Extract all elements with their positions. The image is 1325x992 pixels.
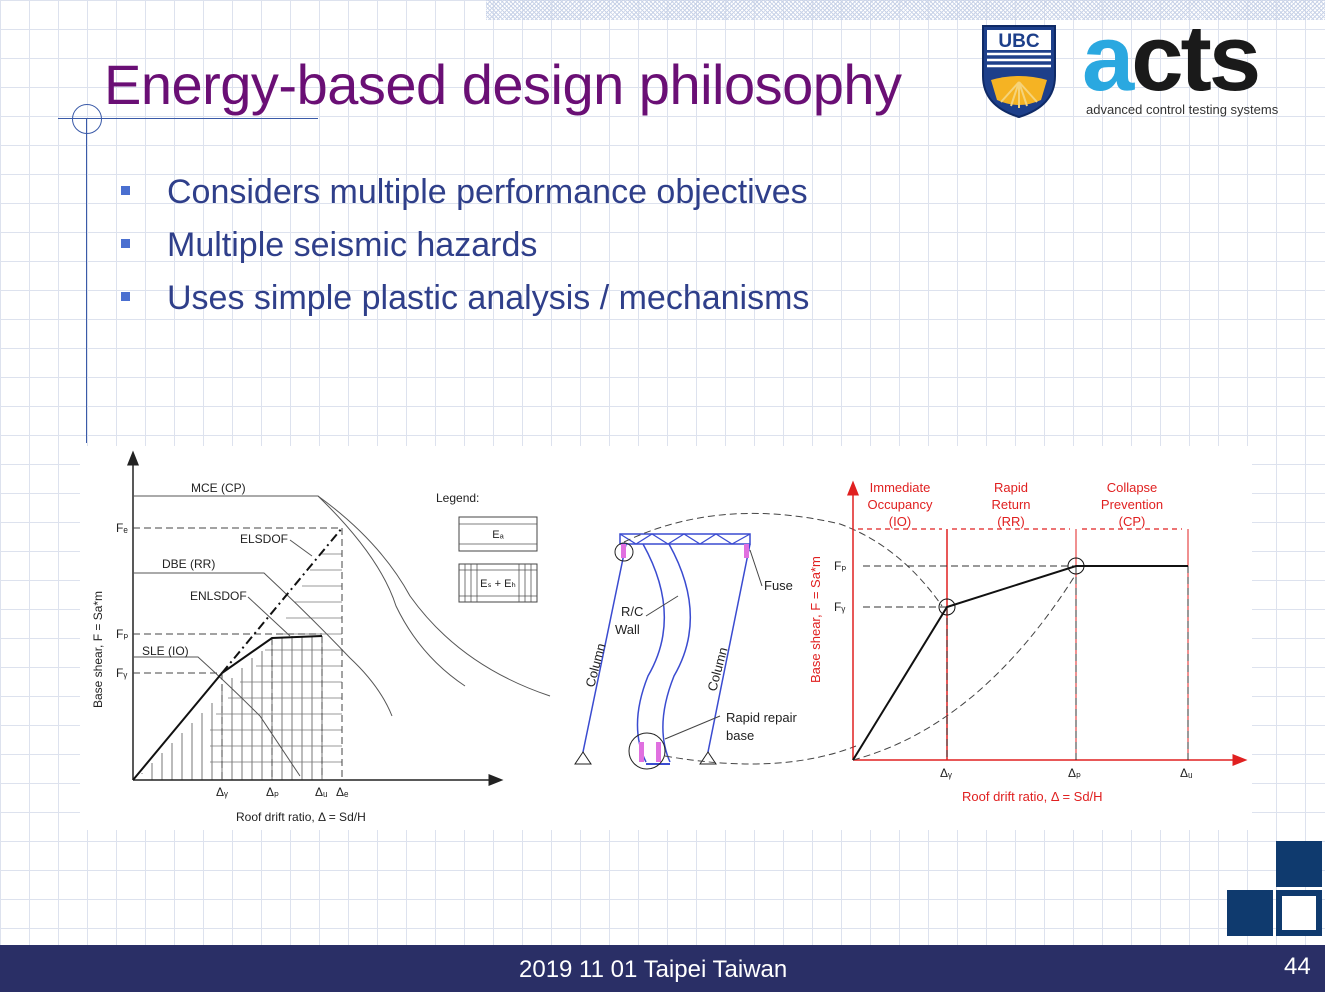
decor-circle bbox=[72, 104, 102, 134]
bullet-item: Multiple seismic hazards bbox=[118, 225, 809, 278]
acts-logo-cts: cts bbox=[1131, 5, 1261, 110]
acts-logo-tagline: advanced control testing systems bbox=[1086, 102, 1279, 117]
left-y-tick: Fᵧ bbox=[116, 666, 127, 680]
sketch-label-base: base bbox=[726, 728, 754, 743]
ubc-logo-text: UBC bbox=[998, 31, 1039, 52]
decor-horizontal-line bbox=[58, 118, 318, 119]
left-curve-label: ENLSDOF bbox=[190, 589, 247, 603]
bullet-list: Considers multiple performance objective… bbox=[118, 172, 809, 331]
decor-vertical-line bbox=[86, 118, 87, 443]
left-x-axis-label: Roof drift ratio, Δ = Sd/H bbox=[236, 810, 366, 824]
bullet-text: Considers multiple performance objective… bbox=[167, 173, 808, 211]
right-y-tick: Fₚ bbox=[834, 559, 846, 573]
left-y-tick: Fₚ bbox=[116, 627, 128, 641]
right-y-axis-label: Base shear, F = Sa*m bbox=[808, 556, 823, 683]
corner-square bbox=[1227, 890, 1273, 936]
legend-title: Legend: bbox=[436, 491, 479, 505]
right-x-tick: Δᵤ bbox=[1180, 766, 1193, 780]
left-x-tick: Δᵧ bbox=[216, 785, 228, 799]
left-plot: MCE (CP) DBE (RR) SLE (IO) ELSDOF ENLSDO… bbox=[91, 450, 551, 824]
legend-label: Eₐ bbox=[492, 529, 504, 541]
left-curve-label: MCE (CP) bbox=[191, 481, 246, 495]
sketch-label-wall: Wall bbox=[615, 622, 640, 637]
corner-square bbox=[1276, 841, 1322, 887]
acts-logo-wordmark: acts bbox=[1082, 5, 1261, 110]
left-curve-label: DBE (RR) bbox=[162, 557, 215, 571]
corner-square-inner bbox=[1282, 896, 1316, 930]
sketch-label-rapid-repair: Rapid repair bbox=[726, 710, 797, 725]
footer-text: 2019 11 01 Taipei Taiwan bbox=[519, 956, 788, 983]
header-hatch-band bbox=[486, 0, 1325, 20]
acts-logo-a: a bbox=[1082, 5, 1134, 110]
left-x-tick: Δᵤ bbox=[315, 785, 328, 799]
left-y-tick: Fₑ bbox=[116, 521, 128, 535]
bullet-square-icon bbox=[121, 292, 130, 301]
sketch-label-rc: R/C bbox=[621, 604, 643, 619]
bullet-text: Uses simple plastic analysis / mechanism… bbox=[167, 279, 810, 317]
bullet-item: Considers multiple performance objective… bbox=[118, 172, 809, 225]
bullet-square-icon bbox=[121, 239, 130, 248]
bullet-item: Uses simple plastic analysis / mechanism… bbox=[118, 278, 809, 331]
footer-bar: 2019 11 01 Taipei Taiwan 44 bbox=[0, 945, 1325, 992]
right-y-tick: Fᵧ bbox=[834, 600, 845, 614]
page-number: 44 bbox=[1284, 953, 1311, 980]
right-x-axis-label: Roof drift ratio, Δ = Sd/H bbox=[962, 789, 1103, 804]
left-y-axis-label: Base shear, F = Sa*m bbox=[91, 591, 105, 708]
legend-box-ea bbox=[458, 516, 538, 552]
left-curve-label: SLE (IO) bbox=[142, 644, 189, 658]
left-x-tick: Δₚ bbox=[266, 785, 279, 799]
right-x-tick: Δₚ bbox=[1068, 766, 1081, 780]
right-x-tick: Δᵧ bbox=[940, 766, 952, 780]
acts-logo: acts advanced control testing systems bbox=[1082, 8, 1294, 122]
legend-label: Eₛ + Eₕ bbox=[480, 578, 516, 590]
bullet-text: Multiple seismic hazards bbox=[167, 226, 538, 264]
left-x-tick: Δₑ bbox=[336, 785, 349, 799]
sketch-label-fuse: Fuse bbox=[764, 578, 793, 593]
bullet-square-icon bbox=[121, 186, 130, 195]
slide-title: Energy-based design philosophy bbox=[104, 53, 902, 116]
energy-design-diagram: MCE (CP) DBE (RR) SLE (IO) ELSDOF ENLSDO… bbox=[80, 446, 1252, 830]
ubc-logo: UBC bbox=[982, 25, 1056, 119]
left-curve-label: ELSDOF bbox=[240, 532, 288, 546]
